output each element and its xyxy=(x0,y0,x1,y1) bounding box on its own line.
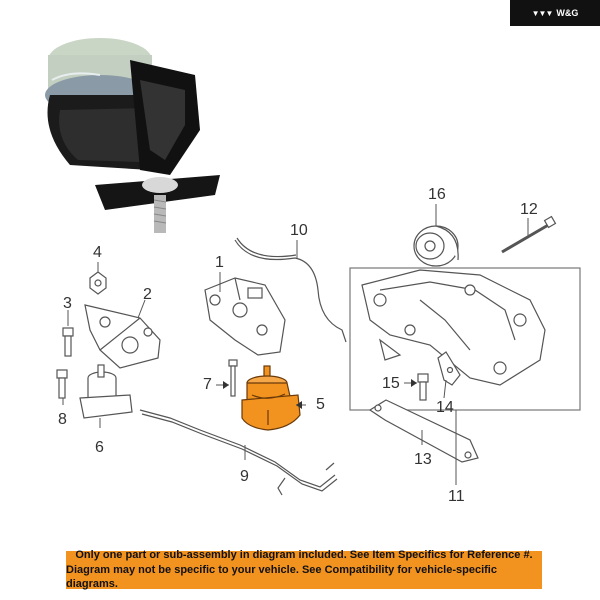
part-10-wire xyxy=(234,237,347,343)
part-1-bracket xyxy=(204,277,286,356)
part-2-mount-bracket xyxy=(84,304,161,369)
brand-badge: ▼▼▼ W&G xyxy=(510,0,600,26)
callout-6: 6 xyxy=(95,439,104,456)
part-7-stud xyxy=(228,359,238,397)
brand-text: W&G xyxy=(556,8,579,18)
callout-11: 11 xyxy=(448,488,465,505)
wings-logo-icon: ▼▼▼ xyxy=(531,8,554,18)
callout-3: 3 xyxy=(63,295,72,312)
callout-4: 4 xyxy=(93,244,102,261)
part-13-brace xyxy=(368,399,479,463)
callout-5: 5 xyxy=(316,396,325,413)
notice-banner: Only one part or sub-assembly in diagram… xyxy=(66,548,542,590)
part-6-engine-mount xyxy=(79,364,133,419)
callout-2: 2 xyxy=(143,286,152,303)
callout-15: 15 xyxy=(382,375,400,392)
part-14-bracket xyxy=(437,351,461,386)
part-11-subframe xyxy=(349,267,581,411)
part-9-hose xyxy=(139,409,338,496)
callout-9: 9 xyxy=(240,468,249,485)
notice-line-1: Only one part or sub-assembly in diagram… xyxy=(75,548,533,561)
part-15-bolt xyxy=(417,373,429,401)
part-8-bolt xyxy=(56,369,68,399)
callout-12: 12 xyxy=(520,201,538,218)
part-3-bolt xyxy=(62,327,74,357)
product-photo-engine-mount xyxy=(45,38,220,233)
arrow-icon xyxy=(223,381,229,389)
part-4-nut xyxy=(89,271,107,295)
callout-8: 8 xyxy=(58,411,67,428)
callout-1: 1 xyxy=(215,254,224,271)
notice-line-2: Diagram may not be specific to your vehi… xyxy=(66,563,497,591)
callout-13: 13 xyxy=(414,451,432,468)
leader-lines xyxy=(62,204,529,485)
arrow-icon xyxy=(411,379,417,387)
callout-10: 10 xyxy=(290,222,308,239)
callout-14: 14 xyxy=(436,399,454,416)
callout-16: 16 xyxy=(428,186,446,203)
part-16-bushing xyxy=(413,225,459,267)
callout-7: 7 xyxy=(203,376,212,393)
part-5-engine-mount-highlighted xyxy=(241,365,301,431)
part-12-long-bolt xyxy=(501,215,557,254)
arrow-icon xyxy=(296,401,302,409)
